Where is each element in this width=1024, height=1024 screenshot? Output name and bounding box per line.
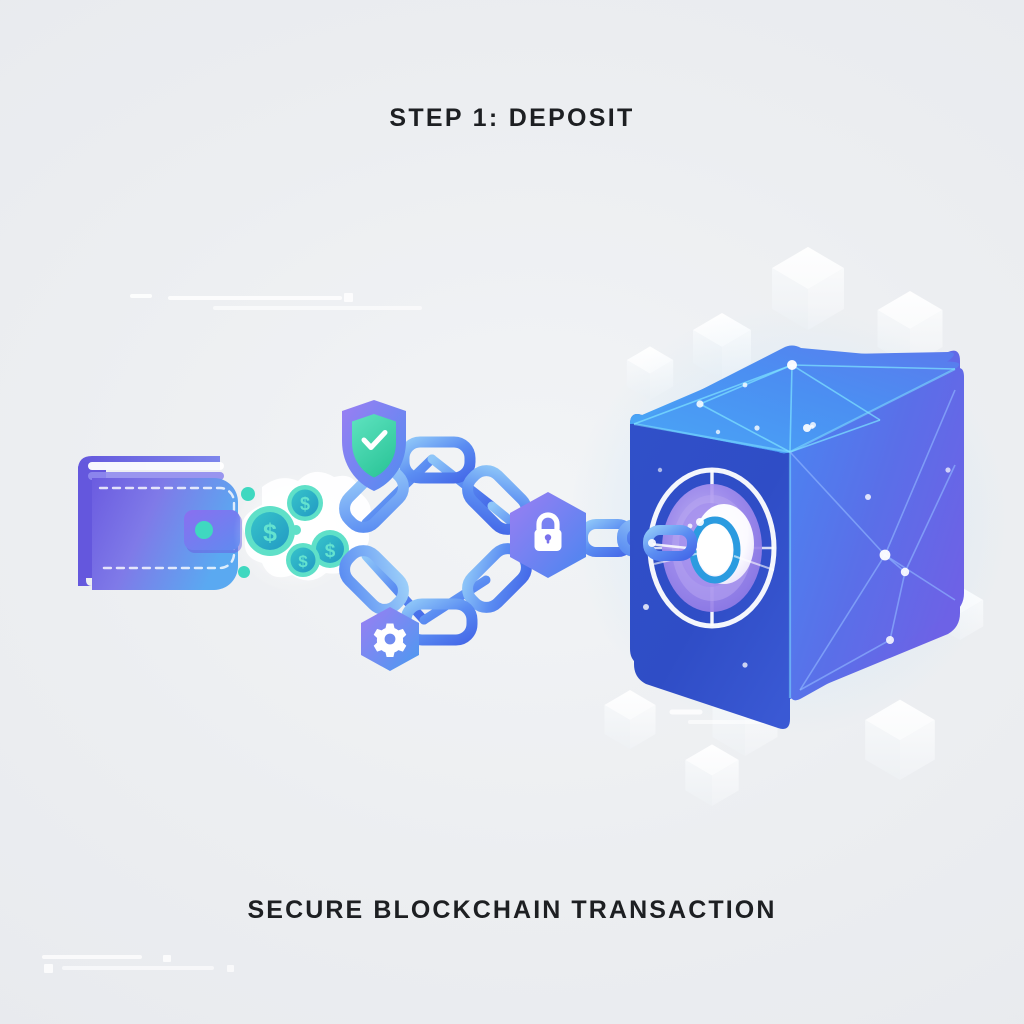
- page-title: STEP 1: DEPOSIT: [389, 104, 635, 132]
- vault-cube: [630, 345, 964, 729]
- gear-hexagon-icon: [361, 607, 419, 671]
- wallet-icon: [78, 456, 242, 590]
- chain-link: [643, 525, 697, 561]
- coin: $: [287, 485, 323, 521]
- floating-block: [685, 744, 739, 806]
- padlock-hexagon-icon: [510, 492, 586, 578]
- front-face-dots: [643, 467, 748, 668]
- accent-dot: [241, 487, 255, 501]
- footer-caption: SECURE BLOCKCHAIN TRANSACTION: [247, 896, 777, 924]
- coin-symbol: $: [300, 494, 310, 514]
- network-nodes: [810, 422, 951, 644]
- coin: $: [311, 530, 349, 568]
- accent-dot: [238, 566, 250, 578]
- data-streak-lines: [42, 293, 777, 973]
- coin-symbol: $: [263, 519, 277, 547]
- shield-check-icon: [342, 400, 406, 491]
- network-mesh: [633, 364, 956, 453]
- chain-link: [339, 545, 409, 615]
- floating-block: [865, 699, 935, 780]
- chain-link: [398, 436, 476, 484]
- coin-symbol: $: [298, 552, 308, 571]
- gear-icon: [373, 623, 407, 657]
- floating-block: [604, 690, 656, 749]
- chain-link: [339, 463, 409, 533]
- vault-door: [647, 467, 777, 629]
- coin-symbol: $: [325, 541, 336, 562]
- lock-icon: [534, 512, 562, 551]
- check-icon: [361, 430, 388, 450]
- coin-cluster: $ $ $ $: [233, 471, 371, 593]
- coin: $: [245, 506, 295, 556]
- coin: $: [286, 543, 320, 577]
